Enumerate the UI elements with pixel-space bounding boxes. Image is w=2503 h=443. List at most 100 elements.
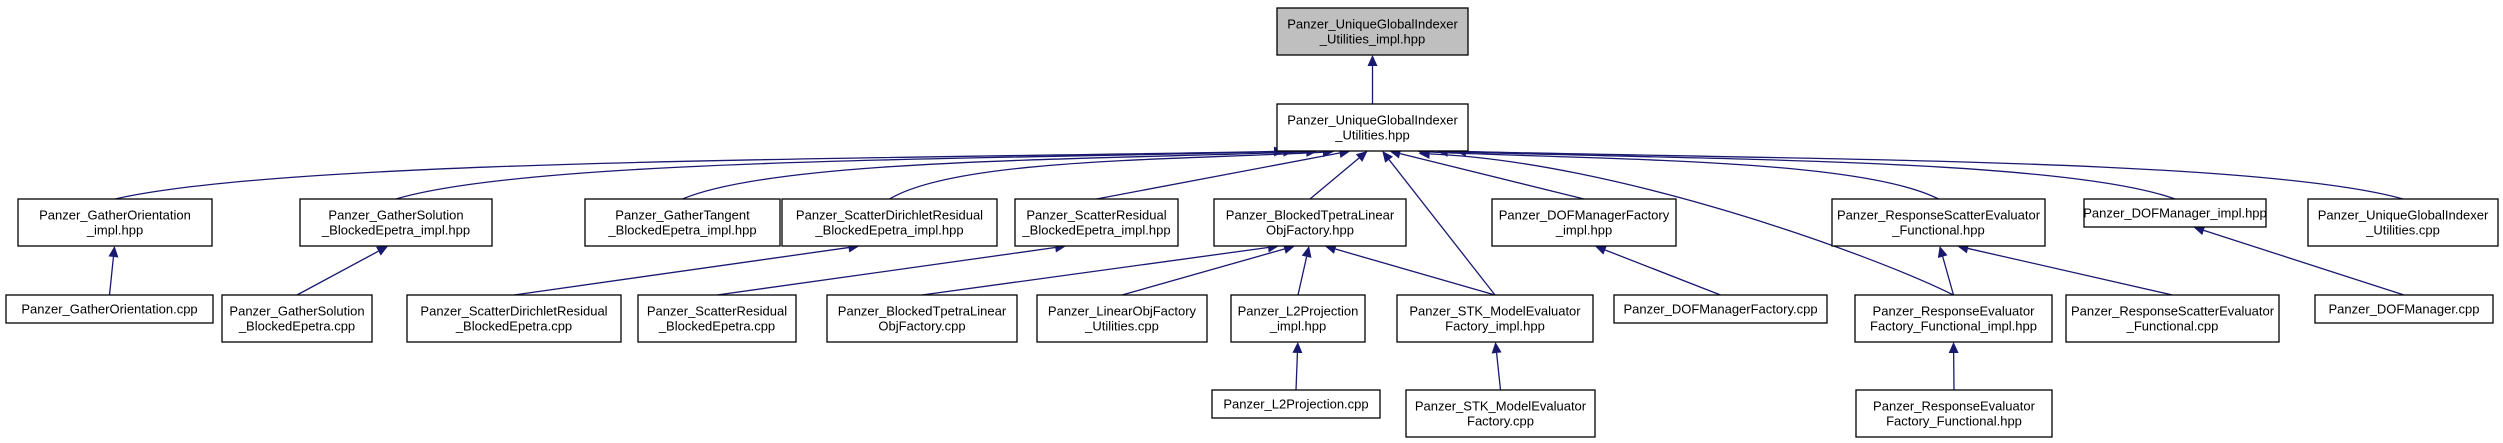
arrowhead	[108, 246, 119, 258]
arrowhead	[1301, 246, 1312, 258]
node-label-line: _BlockedEpetra.cpp	[455, 319, 572, 334]
edge-line	[1447, 151, 2176, 200]
node-box	[2065, 294, 2280, 343]
node-util[interactable]: Panzer_UniqueGlobalIndexer_Utilities.hpp	[1276, 103, 1469, 152]
edge-l2-cpp-to-l2-impl	[1292, 342, 1303, 391]
node-label-line: Panzer_BlockedTpetraLinear	[1226, 208, 1395, 223]
node-ref-hpp[interactable]: Panzer_ResponseEvaluatorFactory_Function…	[1855, 389, 2053, 438]
node-stk-impl[interactable]: Panzer_STK_ModelEvaluatorFactory_impl.hp…	[1396, 294, 1594, 343]
node-label-line: _Functional.cpp	[2126, 319, 2219, 334]
edge-line	[1428, 151, 1939, 200]
edge-line	[1495, 352, 1502, 391]
node-box	[221, 294, 373, 343]
node-label-line: Panzer_BlockedTpetraLinear	[838, 304, 1007, 319]
node-ref-impl[interactable]: Panzer_ResponseEvaluatorFactory_Function…	[1854, 294, 2053, 343]
edge-line	[1388, 159, 1496, 296]
node-l2-cpp[interactable]: Panzer_L2Projection.cpp	[1211, 389, 1381, 419]
node-gs-cpp[interactable]: Panzer_GatherSolution_BlockedEpetra.cpp	[221, 294, 373, 343]
edge-ugi-cpp-to-util	[1454, 146, 2404, 200]
node-label-line: Panzer_GatherSolution	[328, 208, 463, 223]
node-sdr-impl[interactable]: Panzer_ScatterDirichletResidual_BlockedE…	[781, 198, 998, 247]
node-label-line: Factory_Functional.hpp	[1886, 414, 2022, 429]
node-box	[1276, 103, 1469, 152]
edge-btlof-cpp-to-btlof-hpp	[921, 242, 1279, 296]
node-label-line: Panzer_ScatterResidual	[647, 304, 787, 319]
edges-layer	[108, 55, 2405, 391]
node-label-line: _BlockedEpetra.cpp	[238, 319, 355, 334]
node-box	[1491, 198, 1677, 247]
edge-line	[889, 151, 1323, 200]
node-label-line: Panzer_ScatterDirichletResidual	[796, 208, 983, 223]
node-sr-cpp[interactable]: Panzer_ScatterResidual_BlockedEpetra.cpp	[637, 294, 797, 343]
node-go-impl[interactable]: Panzer_GatherOrientation_impl.hpp	[17, 198, 213, 247]
edge-line	[2203, 229, 2405, 296]
node-dofm-cpp[interactable]: Panzer_DOFManager.cpp	[2314, 294, 2494, 324]
edge-line	[114, 150, 1275, 200]
node-label-line: Panzer_L2Projection.cpp	[1223, 397, 1368, 412]
node-box	[5, 294, 214, 324]
node-label-line: Panzer_GatherTangent	[615, 208, 750, 223]
node-label-line: _Utilities.cpp	[2365, 223, 2440, 238]
edge-line	[1297, 256, 1308, 296]
edge-line	[1942, 256, 1955, 296]
node-dofmf-cpp[interactable]: Panzer_DOFManagerFactory.cpp	[1613, 294, 1828, 324]
node-box	[1014, 198, 1179, 247]
edge-ref-hpp-to-ref-impl	[1948, 342, 1959, 391]
edge-gt-impl-to-util	[682, 146, 1318, 200]
node-label-line: Panzer_ResponseScatterEvaluator	[1837, 208, 2041, 223]
arrowhead	[1355, 151, 1368, 162]
node-label-line: _impl.hpp	[1555, 223, 1612, 238]
node-dofmf-impl[interactable]: Panzer_DOFManagerFactory_impl.hpp	[1491, 198, 1677, 247]
edge-stk-impl-to-btlof-hpp	[1324, 244, 1496, 296]
node-rse-hpp[interactable]: Panzer_ResponseScatterEvaluator_Function…	[1831, 198, 2046, 247]
edge-l2-impl-to-btlof-hpp	[1297, 246, 1312, 296]
node-label-line: Panzer_LinearObjFactory	[1048, 304, 1197, 319]
node-label-line: Panzer_DOFManager.cpp	[2328, 302, 2479, 317]
node-box	[584, 198, 781, 247]
edge-dofmf-cpp-to-dofmf-impl	[1594, 245, 1721, 296]
node-box	[781, 198, 998, 247]
edge-line	[1096, 152, 1340, 200]
arrowhead	[1594, 245, 1607, 255]
edge-sdr-cpp-to-sdr-impl	[513, 242, 860, 296]
node-label-line: _Utilities.hpp	[1334, 128, 1409, 143]
node-label-line: _BlockedEpetra_impl.hpp	[321, 223, 470, 238]
node-lofu-cpp[interactable]: Panzer_LinearObjFactory_Utilities.cpp	[1036, 294, 1208, 343]
edge-stk-cpp-to-stk-impl	[1491, 342, 1502, 391]
node-dofm-impl[interactable]: Panzer_DOFManager_impl.hpp	[2083, 198, 2267, 228]
arrowhead	[1367, 55, 1378, 66]
edge-line	[1309, 157, 1360, 200]
node-l2-impl[interactable]: Panzer_L2Projection_impl.hpp	[1230, 294, 1366, 343]
edge-sr-cpp-to-sr-impl	[716, 242, 1067, 296]
node-rse-cpp[interactable]: Panzer_ResponseScatterEvaluator_Function…	[2065, 294, 2280, 343]
node-gs-impl[interactable]: Panzer_GatherSolution_BlockedEpetra_impl…	[299, 198, 493, 247]
node-box	[1213, 198, 1407, 247]
node-label-line: Panzer_STK_ModelEvaluator	[1415, 399, 1587, 414]
node-box	[406, 294, 622, 343]
node-box	[299, 198, 493, 247]
node-label-line: Panzer_ResponseEvaluator	[1873, 304, 2036, 319]
node-root[interactable]: Panzer_UniqueGlobalIndexer_Utilities_imp…	[1276, 7, 1469, 56]
edge-line	[108, 256, 115, 296]
node-label-line: Panzer_L2Projection	[1238, 304, 1359, 319]
node-box	[2314, 294, 2494, 324]
arrowhead	[1292, 342, 1303, 354]
node-sdr-cpp[interactable]: Panzer_ScatterDirichletResidual_BlockedE…	[406, 294, 622, 343]
edge-line	[1295, 352, 1299, 391]
node-gt-impl[interactable]: Panzer_GatherTangent_BlockedEpetra_impl.…	[584, 198, 781, 247]
node-label-line: Panzer_UniqueGlobalIndexer	[1287, 17, 1458, 32]
node-label-line: _impl.hpp	[86, 223, 143, 238]
node-sr-impl[interactable]: Panzer_ScatterResidual_BlockedEpetra_imp…	[1014, 198, 1179, 247]
node-label-line: Panzer_UniqueGlobalIndexer	[2318, 208, 2489, 223]
node-box	[1230, 294, 1366, 343]
node-label-line: Panzer_DOFManagerFactory.cpp	[1623, 302, 1817, 317]
node-go-cpp[interactable]: Panzer_GatherOrientation.cpp	[5, 294, 214, 324]
edge-go-impl-to-util	[114, 146, 1286, 200]
edge-line	[296, 250, 379, 296]
node-ugi-cpp[interactable]: Panzer_UniqueGlobalIndexer_Utilities.cpp	[2307, 198, 2499, 247]
arrowhead	[1948, 342, 1959, 354]
